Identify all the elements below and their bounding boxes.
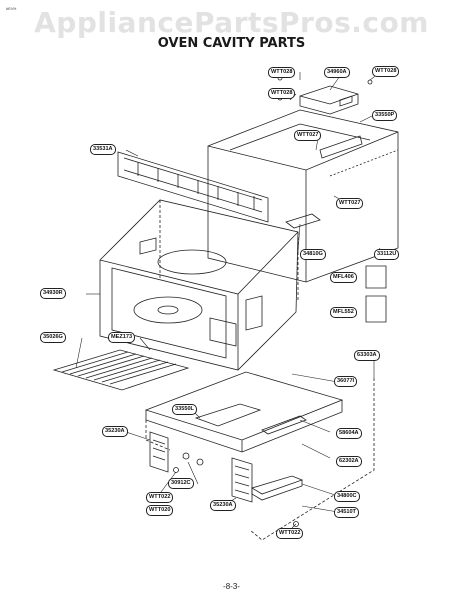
- part-label: 33531A: [90, 144, 116, 155]
- part-label: 34510T: [334, 507, 359, 518]
- top-bracket: [299, 85, 359, 115]
- part-label: WTT028: [268, 67, 296, 78]
- page-code: #EVH: [6, 6, 17, 11]
- page-number: -8-3-: [223, 582, 240, 591]
- part-label: WTT020: [146, 505, 174, 516]
- filter-right: [231, 457, 253, 503]
- cavity-frame: [159, 200, 299, 300]
- part-label: 34810G: [300, 249, 326, 260]
- part-label: WTT022: [146, 492, 174, 503]
- part-label: MFL552: [330, 307, 357, 318]
- part-label: WTT022: [276, 528, 304, 539]
- part-label: 33550L: [172, 404, 197, 415]
- part-label: 62302A: [336, 456, 362, 467]
- outer-case: [207, 109, 399, 283]
- wire-rack: [52, 349, 190, 391]
- part-label: MFL406: [330, 272, 357, 283]
- part-label: 34930R: [40, 288, 66, 299]
- part-label: 36077I: [334, 376, 358, 387]
- oven-cavity: [99, 199, 299, 371]
- side-plates: [285, 213, 387, 323]
- part-label: 34960A: [324, 67, 350, 78]
- part-label: MEZ173: [108, 332, 136, 343]
- base-plate: [144, 371, 344, 453]
- lower-assembly: [145, 378, 375, 541]
- part-label: WTT028: [372, 66, 400, 77]
- part-label: 35026G: [40, 332, 66, 343]
- part-label: 63303A: [354, 350, 380, 361]
- page-title: OVEN CAVITY PARTS: [157, 36, 306, 51]
- filter-left: [149, 431, 169, 473]
- part-label: WTT028: [268, 88, 296, 99]
- part-label: 33550P: [372, 110, 398, 121]
- part-label: 33112U: [374, 249, 400, 260]
- part-label: 34800C: [334, 491, 360, 502]
- part-label: 35230A: [210, 500, 236, 511]
- part-label: 35230A: [102, 426, 128, 437]
- drawer: [251, 475, 304, 501]
- part-label: 30912C: [168, 478, 194, 489]
- watermark: AppliancePartsPros.com: [34, 6, 429, 39]
- part-label: WTT027: [294, 130, 322, 141]
- part-label: 58604A: [336, 428, 362, 439]
- vent-grille: [117, 151, 269, 223]
- part-label: WTT027: [336, 198, 364, 209]
- leader-lines: [75, 72, 381, 529]
